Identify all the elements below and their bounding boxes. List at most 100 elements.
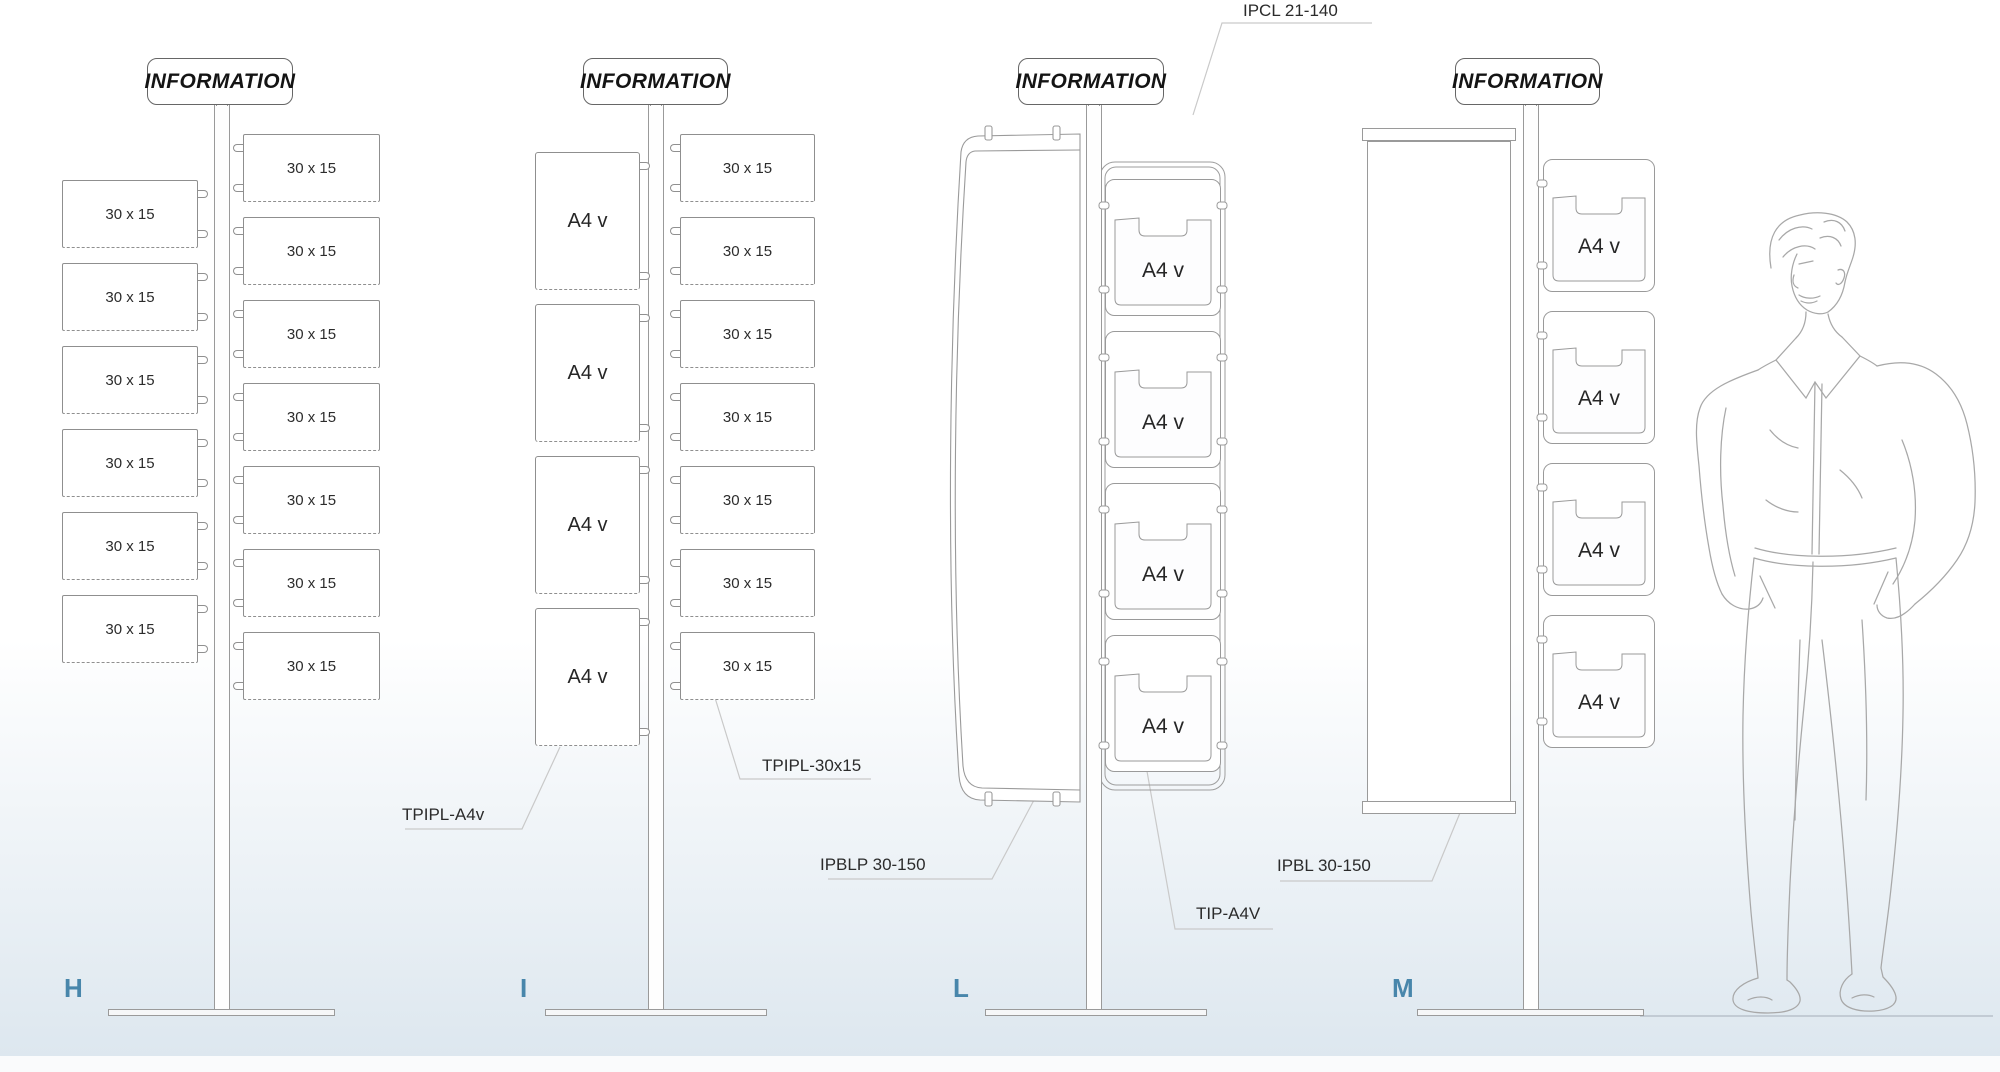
stand-h-left-pockets: 30 x 15 30 x 15 30 x 15 30 x 15 30 x 15 …: [62, 180, 208, 663]
pocket-30x15: 30 x 15: [62, 263, 208, 331]
pocket-a4v: A4 v: [535, 304, 650, 442]
holder-clips: [1098, 505, 1228, 598]
holder-a4v-drawing: A4 v: [1098, 483, 1228, 620]
pocket-30x15: 30 x 15: [233, 466, 380, 534]
pocket-30x15: 30 x 15: [670, 383, 815, 451]
label-tip-a4v: TIP-A4V: [1196, 904, 1261, 923]
pocket-label: 30 x 15: [105, 288, 155, 306]
stand-h-letter: H: [64, 973, 83, 1003]
pocket-label: 30 x 15: [722, 574, 773, 592]
pocket-label: 30 x 15: [286, 657, 337, 675]
stand-m-pole: [1523, 105, 1539, 1012]
pocket-30x15: 30 x 15: [62, 512, 208, 580]
pocket-a4v: A4 v: [535, 608, 650, 746]
stand-m-sign: INFORMATION: [1452, 58, 1603, 105]
stand-i-a4-pockets: A4 v A4 v A4 v A4 v: [535, 152, 650, 746]
holder-a4v: A4 v: [1536, 614, 1656, 749]
pocket-label: 30 x 15: [286, 574, 337, 592]
stand-h-base: [108, 1009, 335, 1016]
holder-a4v-drawing: A4 v: [1536, 159, 1655, 292]
stand-m-panel: [1367, 141, 1511, 802]
pocket-30x15: 30 x 15: [233, 134, 380, 202]
pocket-30x15: 30 x 15: [233, 383, 380, 451]
label-ipblp: IPBLP 30-150: [820, 855, 926, 874]
label-tpipl-30x15: TPIPL-30x15: [762, 756, 862, 775]
holder-label: A4 v: [1142, 715, 1185, 738]
pocket-label: 30 x 15: [722, 408, 773, 426]
pocket-label: 30 x 15: [105, 205, 155, 223]
pocket-30x15: 30 x 15: [670, 300, 815, 368]
holder-a4v-drawing: A4 v: [1098, 635, 1228, 772]
holder-label: A4 v: [1142, 259, 1185, 282]
pocket-30x15: 30 x 15: [62, 429, 208, 497]
pocket-label: 30 x 15: [286, 408, 337, 426]
pocket-label: 30 x 15: [105, 371, 155, 389]
pocket-30x15: 30 x 15: [670, 632, 815, 700]
pocket-label: 30 x 15: [722, 657, 773, 675]
holder-label: A4 v: [1142, 563, 1185, 586]
holder-label: A4 v: [1578, 387, 1621, 410]
holder-clips: [1536, 331, 1548, 422]
holder-label: A4 v: [1578, 235, 1621, 258]
pocket-label: 30 x 15: [105, 620, 155, 638]
holder-a4v: A4 v: [1536, 310, 1656, 445]
stand-h-sign: INFORMATION: [145, 58, 295, 105]
stand-m-holders: A4 v A4 v: [1536, 158, 1656, 749]
pocket-30x15: 30 x 15: [62, 595, 208, 663]
sign-text: INFORMATION: [1015, 69, 1167, 93]
pocket-label: A4 v: [567, 513, 608, 536]
holder-a4v: A4 v: [1098, 634, 1228, 773]
pocket-label: 30 x 15: [286, 491, 337, 509]
holder-a4v-drawing: A4 v: [1098, 331, 1228, 468]
stand-i-sign: INFORMATION: [580, 58, 731, 105]
stand-l-letter: L: [953, 973, 969, 1003]
pocket-a4v: A4 v: [535, 152, 650, 290]
holder-clips: [1536, 635, 1548, 726]
stand-m-panel-top-bar: [1362, 128, 1516, 141]
pocket-label: A4 v: [567, 665, 608, 688]
sign-text: INFORMATION: [580, 69, 731, 93]
holder-a4v-drawing: A4 v: [1536, 615, 1655, 748]
pocket-30x15: 30 x 15: [233, 217, 380, 285]
sign-text: INFORMATION: [1452, 69, 1603, 93]
holder-a4v-drawing: A4 v: [1536, 463, 1655, 596]
holder-a4v-drawing: A4 v: [1098, 179, 1228, 316]
pocket-label: 30 x 15: [722, 159, 773, 177]
holder-a4v-drawing: A4 v: [1536, 311, 1655, 444]
label-ipbl: IPBL 30-150: [1277, 856, 1371, 875]
pocket-label: 30 x 15: [722, 491, 773, 509]
pocket-label: A4 v: [567, 361, 608, 384]
pocket-label: A4 v: [567, 209, 608, 232]
holder-a4v: A4 v: [1536, 158, 1656, 293]
stand-h-right-pockets: 30 x 15 30 x 15 30 x 15 30 x 15 30 x 15 …: [233, 134, 380, 700]
stand-h-pole: [214, 105, 230, 1012]
background-bottom-strip: [0, 1056, 2000, 1072]
pocket-30x15: 30 x 15: [233, 300, 380, 368]
pocket-label: 30 x 15: [105, 454, 155, 472]
stand-m-base: [1417, 1009, 1644, 1016]
holder-clips: [1098, 353, 1228, 446]
stand-i-pole: [648, 105, 664, 1012]
label-tpipl-a4v: TPIPL-A4v: [402, 805, 485, 824]
pocket-label: 30 x 15: [286, 159, 337, 177]
pocket-label: 30 x 15: [286, 325, 337, 343]
stand-l-pole: [1086, 105, 1102, 1012]
holder-clips: [1536, 179, 1548, 270]
label-ipcl: IPCL 21-140: [1243, 1, 1338, 20]
pocket-label: 30 x 15: [286, 242, 337, 260]
stand-i-base: [545, 1009, 767, 1016]
pocket-30x15: 30 x 15: [62, 180, 208, 248]
stand-l-sign: INFORMATION: [1015, 58, 1167, 105]
holder-a4v: A4 v: [1098, 482, 1228, 621]
pocket-30x15: 30 x 15: [670, 466, 815, 534]
holder-clips: [1536, 483, 1548, 574]
holder-a4v: A4 v: [1098, 178, 1228, 317]
holder-label: A4 v: [1142, 411, 1185, 434]
stand-i-letter: I: [520, 973, 528, 1003]
stand-i-right-pockets: 30 x 15 30 x 15 30 x 15 30 x 15 30 x 15 …: [670, 134, 815, 700]
pocket-30x15: 30 x 15: [233, 549, 380, 617]
holder-label: A4 v: [1578, 539, 1621, 562]
